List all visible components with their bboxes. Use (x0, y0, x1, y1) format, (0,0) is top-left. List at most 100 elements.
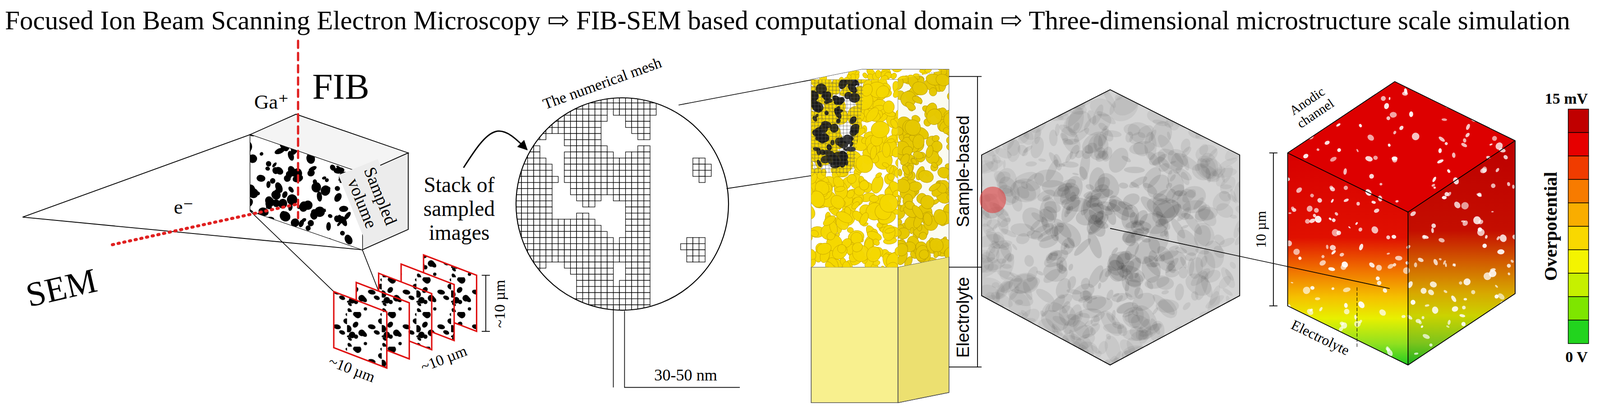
pore-blob (801, 126, 814, 139)
mesh-cell (588, 152, 595, 159)
mesh-cell (631, 280, 638, 287)
mesh-cell (594, 262, 602, 269)
pore-blob (1171, 324, 1186, 342)
pore-blob (857, 147, 867, 157)
mesh-cell (600, 249, 608, 257)
fib-beam (296, 40, 300, 219)
mesh-cell (533, 225, 540, 232)
mesh-cell (631, 249, 638, 257)
pyramid-edge (22, 217, 363, 250)
mesh-cell (600, 292, 608, 300)
pore-blob (804, 73, 813, 81)
pore-blob (978, 303, 993, 316)
mesh-cell (527, 213, 535, 220)
pore-blob (323, 208, 327, 213)
mesh-cell (533, 201, 540, 208)
leader-line (678, 79, 814, 106)
mesh-cell (570, 225, 577, 232)
pore-blob (972, 274, 1008, 303)
pore-blob (1161, 350, 1176, 367)
mesh-cell (643, 256, 651, 263)
pore-blob (1186, 324, 1197, 333)
pore-blob (848, 121, 863, 137)
pore-blob (820, 119, 833, 130)
mesh-cell (588, 109, 595, 116)
mesh-cell (600, 280, 608, 287)
pore-blob (854, 134, 871, 151)
pore-blob (857, 211, 871, 227)
mesh-cell (619, 237, 626, 245)
pore-blob (1172, 90, 1201, 120)
pore-blob (892, 240, 911, 259)
mesh-cell (600, 115, 608, 122)
mesh-cell (557, 127, 565, 134)
mesh-line (814, 79, 816, 174)
pore-blob (1236, 174, 1266, 193)
mesh-cell (619, 164, 626, 171)
pore-blob (871, 237, 881, 247)
pore-blob (847, 227, 854, 234)
mesh-cell (643, 286, 651, 294)
pore-blob (884, 226, 896, 235)
mesh-line (818, 79, 819, 174)
pore-blob (881, 224, 896, 242)
mesh-cell (619, 256, 626, 263)
pore-blob (894, 73, 910, 88)
mesh-cell (576, 115, 583, 122)
pore-blob (1094, 366, 1119, 393)
pore-blob (921, 73, 934, 87)
pore-blob (1131, 66, 1159, 99)
mesh-cell (686, 256, 693, 263)
mesh-cell (594, 182, 602, 190)
mesh-cell (533, 152, 540, 159)
mesh-cell (582, 244, 590, 251)
pore-blob (986, 218, 1001, 230)
pore-blob (338, 205, 349, 213)
mesh-cell (600, 164, 608, 171)
pore-blob (1021, 124, 1029, 128)
pore-blob (326, 221, 332, 231)
mesh-line (811, 154, 863, 155)
mesh-cell (619, 182, 626, 190)
mesh-cell (594, 194, 602, 202)
mesh-cell (552, 244, 559, 251)
pore-blob (834, 209, 854, 226)
mesh-cell (643, 176, 651, 183)
pore-blob (848, 115, 858, 126)
pore-blob (307, 219, 314, 227)
mesh-cell (686, 244, 693, 251)
pore-blob (903, 100, 917, 113)
mesh-cell (705, 170, 712, 177)
pore-blob (893, 176, 913, 196)
mesh-cell (643, 280, 651, 287)
mesh-cell (539, 262, 547, 269)
pore-blob (830, 139, 835, 146)
mesh-cell (594, 133, 602, 140)
pore-blob (974, 155, 982, 167)
mesh-cell (588, 225, 595, 232)
pore-blob (857, 148, 869, 160)
pore-blob (850, 200, 861, 211)
mesh-cell (692, 164, 700, 171)
mesh-cell (588, 194, 595, 202)
mesh-cell (619, 102, 626, 110)
pore-blob (301, 147, 313, 153)
mesh-cell (576, 139, 583, 147)
pore-blob (298, 229, 312, 241)
mesh-line (811, 168, 863, 170)
mesh-cell (576, 231, 583, 238)
mesh-cell (588, 249, 595, 257)
pore-blob (1194, 321, 1203, 330)
pore-blob (845, 146, 856, 152)
mesh-cell (576, 164, 583, 171)
pore-blob (1084, 183, 1095, 192)
mesh-line (811, 111, 863, 112)
mesh-cell (699, 170, 706, 177)
pore-blob (1037, 354, 1054, 374)
mesh-cell (637, 201, 645, 208)
zoom-leaders (613, 79, 814, 388)
mesh-cell (533, 182, 540, 190)
mesh-cell (582, 274, 590, 281)
pore-blob (880, 265, 887, 273)
mesh-cell (533, 145, 540, 153)
